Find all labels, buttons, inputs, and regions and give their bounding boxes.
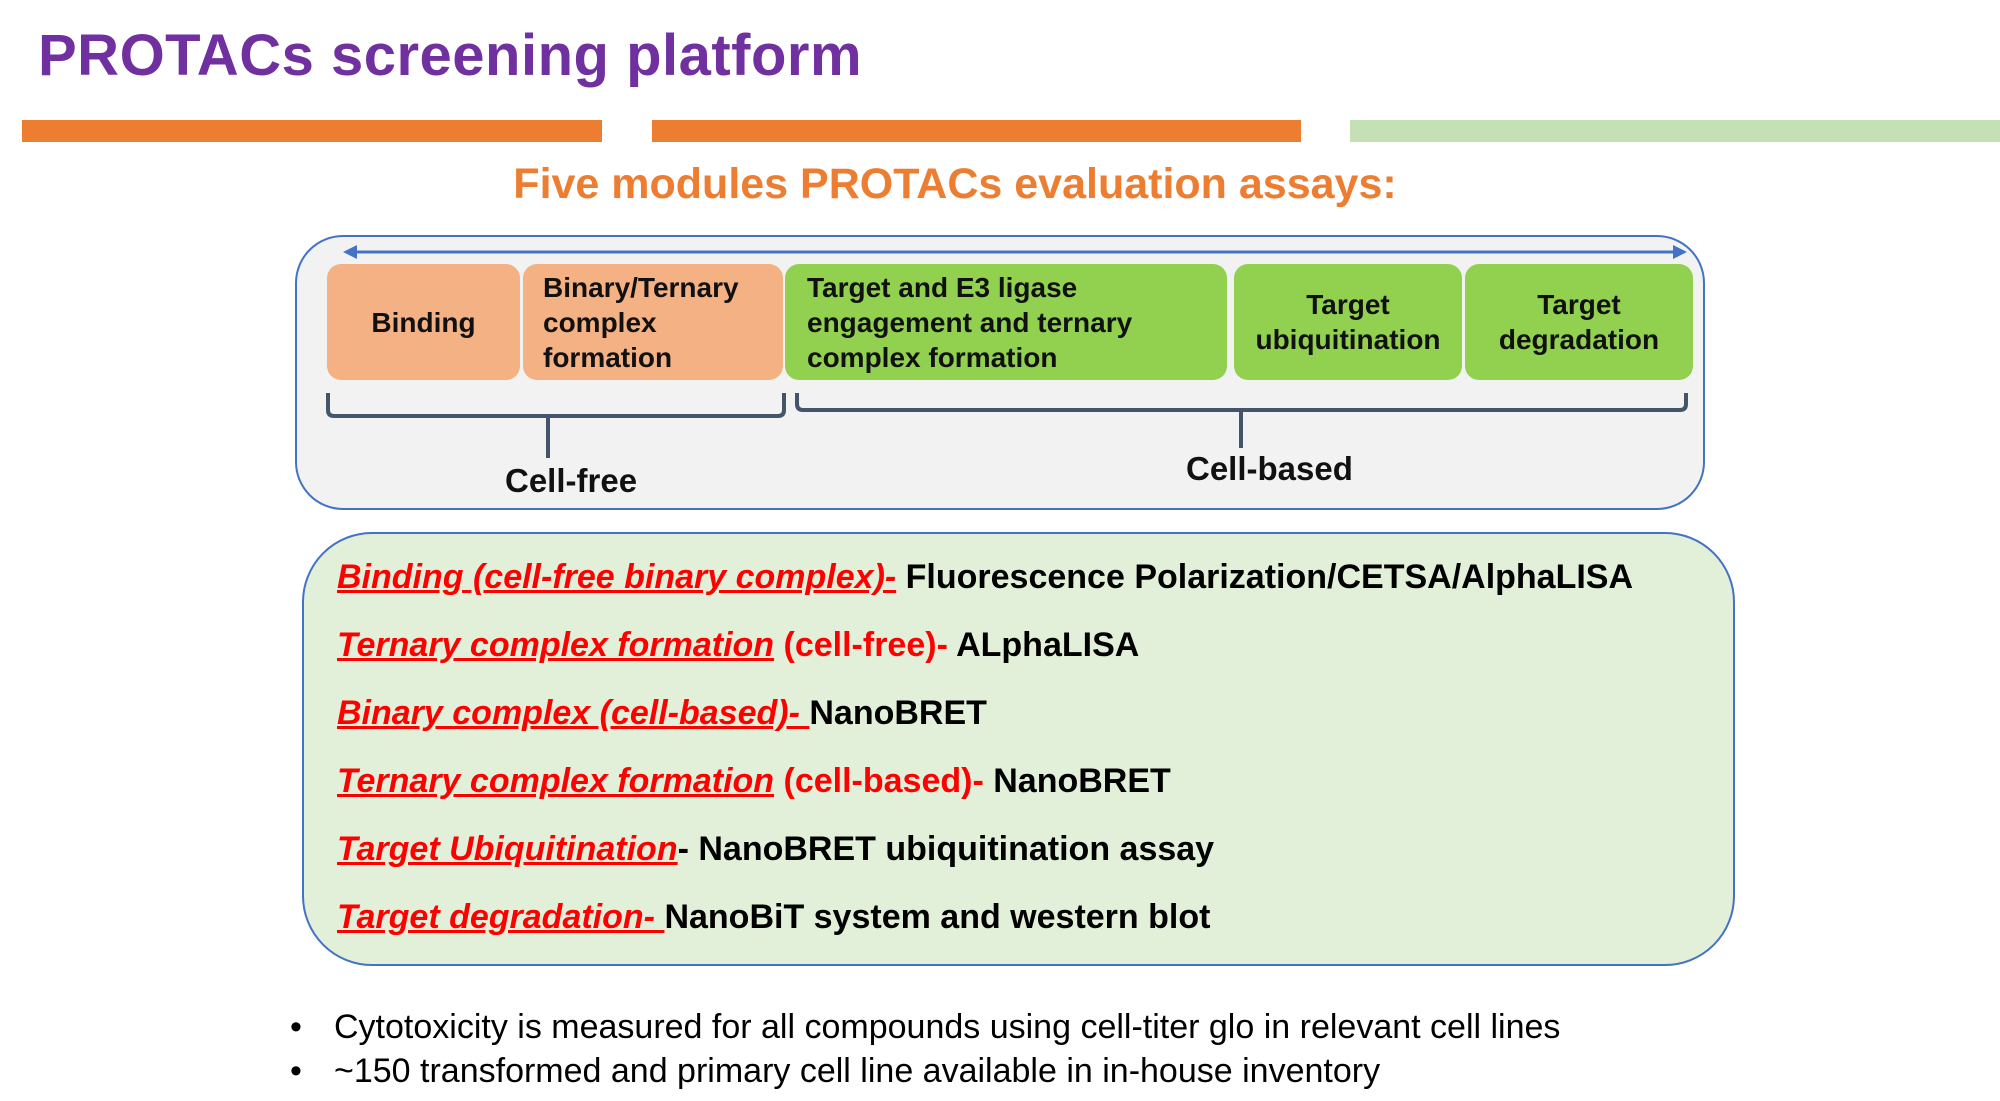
page-title: PROTACs screening platform xyxy=(38,23,863,88)
module-line: Target and E3 ligase xyxy=(807,271,1078,303)
bullet-dot-icon: • xyxy=(290,1052,302,1090)
assay-name: Target Ubiquitination xyxy=(337,830,678,868)
note-text: Cytotoxicity is measured for all compoun… xyxy=(334,1008,1561,1046)
module-binary-ternary-complex: Binary/Ternary complex formation xyxy=(523,264,783,380)
assay-row-binary-cell-based: Binary complex (cell-based)- NanoBRET xyxy=(337,694,987,733)
module-binding: Binding xyxy=(327,264,520,380)
module-line: Target xyxy=(1537,289,1621,320)
assay-method: NanoBRET xyxy=(983,762,1171,800)
assay-row-ternary-cell-based: Ternary complex formation (cell-based)- … xyxy=(337,762,1171,801)
assay-row-binding: Binding (cell-free binary complex)- Fluo… xyxy=(337,558,1633,597)
assay-method: NanoBiT system and western blot xyxy=(664,898,1211,936)
assay-method: Fluorescence Polarization/CETSA/AlphaLIS… xyxy=(896,558,1634,596)
module-line: complex formation xyxy=(807,341,1058,373)
assay-context: (cell-free)- xyxy=(774,626,948,664)
note-item: • ~150 transformed and primary cell line … xyxy=(290,1052,1380,1091)
module-binding-label: Binding xyxy=(371,306,476,338)
module-line: engagement and ternary xyxy=(807,306,1133,338)
title-underline-segment-1 xyxy=(22,120,602,142)
assay-row-degradation: Target degradation- NanoBiT system and w… xyxy=(337,898,1210,937)
module-target-ubiquitination: Target ubiquitination xyxy=(1234,264,1462,380)
assay-name: Ternary complex formation xyxy=(337,762,775,800)
module-line: Binary/Ternary xyxy=(543,271,739,303)
group-label-cell-free: Cell-free xyxy=(505,462,638,499)
module-line: Target xyxy=(1306,289,1390,320)
assays-panel xyxy=(302,532,1735,966)
module-target-e3-engagement: Target and E3 ligase engagement and tern… xyxy=(785,264,1227,380)
assay-name: Binding (cell-free binary complex)- xyxy=(337,558,897,596)
assay-row-ternary-cell-free: Ternary complex formation (cell-free)- A… xyxy=(337,626,1139,665)
assay-name: Ternary complex formation xyxy=(337,626,775,664)
module-line: ubiquitination xyxy=(1255,324,1441,355)
assay-name: Target degradation- xyxy=(337,898,665,936)
section-subtitle: Five modules PROTACs evaluation assays: xyxy=(513,160,1397,208)
assay-context: (cell-based)- xyxy=(774,762,984,800)
bullet-dot-icon: • xyxy=(290,1008,302,1046)
title-underline-segment-2 xyxy=(652,120,1301,142)
note-text: ~150 transformed and primary cell line a… xyxy=(334,1052,1381,1090)
module-line: degradation xyxy=(1498,324,1660,355)
assay-method: - NanoBRET ubiquitination assay xyxy=(677,830,1215,868)
module-target-degradation: Target degradation xyxy=(1465,264,1693,380)
module-line: formation xyxy=(543,341,673,373)
assay-method: ALphaLISA xyxy=(947,626,1140,664)
title-underline-segment-3 xyxy=(1350,120,2000,142)
assay-name: Binary complex (cell-based)- xyxy=(337,694,810,732)
assay-method: NanoBRET xyxy=(809,694,987,732)
module-line: complex xyxy=(543,306,657,338)
note-item: • Cytotoxicity is measured for all compou… xyxy=(290,1008,1560,1047)
group-label-cell-based: Cell-based xyxy=(1186,450,1353,487)
assay-row-ubiquitination: Target Ubiquitination- NanoBRET ubiquiti… xyxy=(337,830,1214,869)
